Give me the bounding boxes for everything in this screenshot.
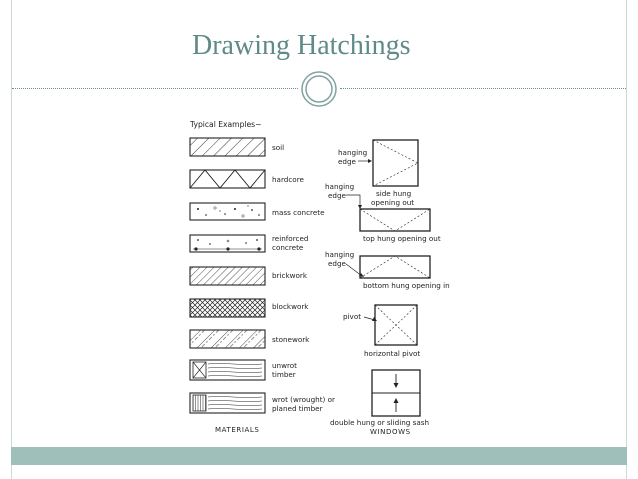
label-top-hung: top hung opening out — [363, 234, 441, 243]
circle-ornament-icon — [301, 71, 337, 107]
label-bottom-hung: bottom hung opening in — [363, 281, 450, 290]
label-stonework: stonework — [272, 335, 310, 344]
label-hanging-edge-3b: edge — [328, 259, 347, 268]
label-blockwork: blockwork — [272, 302, 309, 311]
label-mass-concrete: mass concrete — [272, 208, 325, 217]
swatch-brickwork — [189, 266, 266, 286]
label-hanging-edge-2a: hanging — [325, 182, 354, 191]
label-hanging-edge-1a: hanging — [338, 148, 367, 157]
label-hanging-edge-1b: edge — [338, 157, 357, 166]
window-double-hung — [371, 369, 421, 417]
swatch-wrot-timber — [189, 392, 266, 414]
label-pivot: pivot — [343, 312, 361, 321]
label-hanging-edge-3a: hanging — [325, 250, 354, 259]
swatch-unwrot-timber — [189, 359, 266, 381]
label-hardcore: hardcore — [272, 175, 304, 184]
label-unwrot-timber-2: timber — [272, 370, 296, 379]
label-unwrot-timber-1: unwrot — [272, 361, 297, 370]
window-side-hung — [358, 139, 419, 187]
figure-heading: Typical Examples~ — [189, 120, 262, 129]
label-side-hung-2: opening out — [371, 198, 414, 207]
caption-materials: MATERIALS — [215, 426, 259, 434]
swatch-blockwork — [189, 298, 266, 318]
hatching-examples-figure: Typical Examples~ soil hardcore mass con… — [189, 120, 450, 436]
window-bottom-hung — [345, 255, 431, 279]
swatch-stonework — [189, 329, 266, 349]
caption-windows: WINDOWS — [370, 428, 411, 436]
footer-band — [11, 447, 627, 465]
label-hanging-edge-2b: edge — [328, 191, 347, 200]
swatch-mass-concrete — [189, 202, 266, 221]
label-reinforced-concrete-2: concrete — [272, 243, 304, 252]
label-wrot-timber-1: wrot (wrought) or — [272, 395, 335, 404]
slide-border-right — [626, 0, 627, 479]
label-reinforced-concrete-1: reinforced — [272, 234, 308, 243]
label-wrot-timber-2: planed timber — [272, 404, 323, 413]
swatch-reinforced-concrete — [189, 234, 266, 253]
window-top-hung — [346, 194, 431, 232]
swatch-hardcore — [189, 169, 266, 189]
slide-border-left — [11, 0, 12, 479]
window-horizontal-pivot — [363, 304, 418, 346]
label-brickwork: brickwork — [272, 271, 308, 280]
label-horizontal-pivot: horizontal pivot — [364, 349, 420, 358]
swatch-soil — [189, 137, 266, 157]
slide-title: Drawing Hatchings — [192, 30, 411, 61]
label-side-hung-1: side hung — [376, 189, 411, 198]
label-double-hung: double hung or sliding sash — [330, 418, 429, 427]
title-divider-left — [12, 88, 298, 89]
label-soil: soil — [272, 143, 284, 152]
title-divider-right — [340, 88, 626, 89]
